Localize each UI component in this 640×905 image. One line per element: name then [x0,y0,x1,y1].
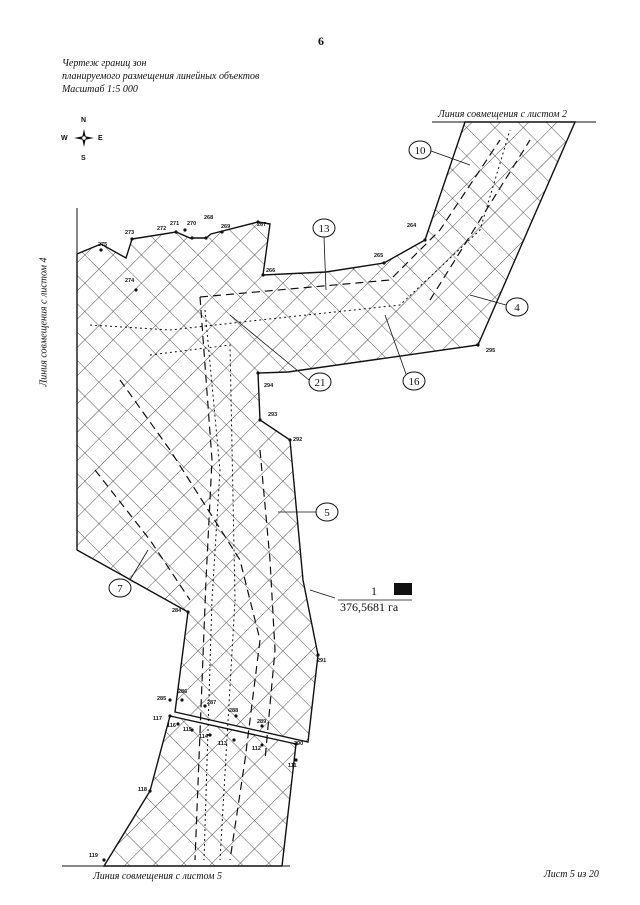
callout-labels: 10 13 4 21 16 5 7 [117,145,520,595]
point-label: 273 [125,230,134,236]
zone-area-marker [394,583,412,595]
point-label: 294 [264,383,274,389]
point-label: 271 [170,221,179,227]
point-label: 293 [268,412,277,418]
compass-icon [74,129,94,147]
point-label: 287 [207,700,216,706]
point-label: 272 [157,226,166,232]
callout-circles [108,140,529,598]
point-label: 113 [218,741,227,747]
point-label: 111 [288,763,297,769]
callout-leaders [129,150,507,599]
point-label: 117 [153,716,162,722]
point-label: 115 [183,727,192,733]
point-label: 267 [257,222,266,228]
point-label: 284 [172,608,182,614]
point-label: 285 [157,696,166,702]
point-label-group: 275 273 272 271 270 268 269 267 274 266 … [89,215,495,859]
dashed-zone-lines [94,139,531,861]
point-label: 266 [266,268,275,274]
compass-west: W [61,135,68,142]
callout-label: 13 [319,223,331,235]
sheet-join-label-5: Линия совмещения с листом 5 [93,871,223,882]
boundary-points [99,220,480,862]
point-label: 292 [293,437,302,443]
point-label: 274 [125,278,135,284]
point-label: 275 [98,242,107,248]
page-number: 6 [318,34,324,48]
point-label: 114 [199,734,209,740]
zone-boundary-upper [76,121,577,743]
title-line-1: Чертеж границ зон [62,58,147,69]
callout-label: 7 [117,583,123,595]
point-label: 289 [257,719,266,725]
compass-north: N [81,117,87,124]
point-label: 286 [178,689,187,695]
callout-label: 10 [415,145,427,157]
point-label: 291 [317,658,326,664]
callout-label: 4 [514,302,520,314]
point-label: 270 [187,221,196,227]
compass-south: S [81,155,86,162]
title-line-2: планируемого размещения линейных объекто… [62,71,260,82]
sheet-counter: Лист 5 из 20 [544,869,599,880]
point-label: 116 [167,723,176,729]
point-label: 118 [138,787,147,793]
point-label: 269 [221,224,230,230]
point-label: 295 [486,348,495,354]
callout-label: 16 [409,376,421,388]
compass-east: E [98,135,103,142]
scale-label: Масштаб 1:5 000 [62,84,138,95]
point-label: 290 [294,741,303,747]
point-label: 288 [229,708,238,714]
point-label: 265 [374,253,383,259]
point-label: 119 [89,853,98,859]
point-label: 112 [252,746,261,752]
callout-label: 21 [315,377,326,389]
zone-area-value: 376,5681 га [340,600,399,614]
sheet-join-label-2: Линия совмещения с листом 2 [438,109,568,120]
zone-area-id: 1 [371,584,377,598]
point-label: 268 [204,215,213,221]
point-label: 264 [407,223,417,229]
callout-label: 5 [324,507,330,519]
dotted-zone-lines [89,129,511,861]
zone-boundary-lower [102,715,297,867]
